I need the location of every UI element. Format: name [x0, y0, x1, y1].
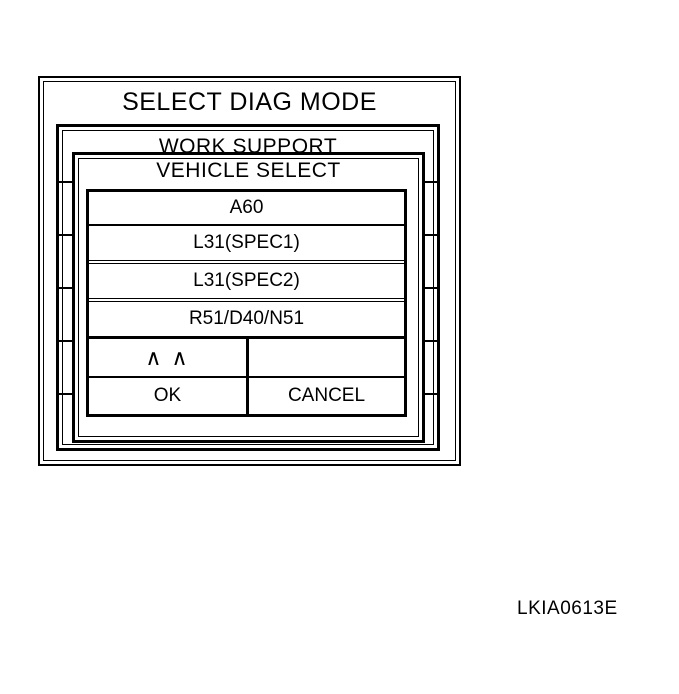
- vehicle-item-r51-d40-n51[interactable]: R51/D40/N51: [89, 302, 404, 339]
- window-edge-tick: [424, 393, 438, 395]
- window-edge-tick: [424, 181, 438, 183]
- page-up-button[interactable]: ∧ ∧: [89, 339, 246, 376]
- window-edge-tick: [424, 340, 438, 342]
- window-edge-tick: [424, 234, 438, 236]
- vehicle-item-label: A60: [229, 197, 264, 218]
- vehicle-list: A60 L31(SPEC1) L31(SPEC2) R51/D40/N51 ∧ …: [86, 189, 407, 417]
- vehicle-item-label: R51/D40/N51: [188, 308, 305, 329]
- vehicle-item-l31-spec2[interactable]: L31(SPEC2): [89, 264, 404, 302]
- window-edge-tick: [58, 181, 72, 183]
- figure-code: LKIA0613E: [517, 598, 618, 619]
- vehicle-item-label: L31(SPEC2): [193, 270, 300, 291]
- select-diag-mode-title: SELECT DIAG MODE: [122, 88, 377, 116]
- page-up-icon: ∧ ∧: [145, 344, 190, 370]
- vehicle-item-label: L31(SPEC1): [193, 232, 300, 253]
- button-row-separator: [89, 376, 404, 378]
- cancel-label: CANCEL: [287, 385, 366, 406]
- vehicle-item-a60[interactable]: A60: [89, 192, 404, 226]
- page-down-button[interactable]: [249, 339, 404, 376]
- window-edge-tick: [58, 234, 72, 236]
- ok-label: OK: [153, 385, 182, 406]
- window-edge-tick: [58, 393, 72, 395]
- cancel-button[interactable]: CANCEL: [249, 378, 404, 414]
- window-edge-tick: [58, 287, 72, 289]
- window-edge-tick: [58, 340, 72, 342]
- ok-button[interactable]: OK: [89, 378, 246, 414]
- vehicle-select-title: VEHICLE SELECT: [156, 159, 341, 182]
- window-edge-tick: [424, 287, 438, 289]
- vehicle-item-l31-spec1[interactable]: L31(SPEC1): [89, 226, 404, 264]
